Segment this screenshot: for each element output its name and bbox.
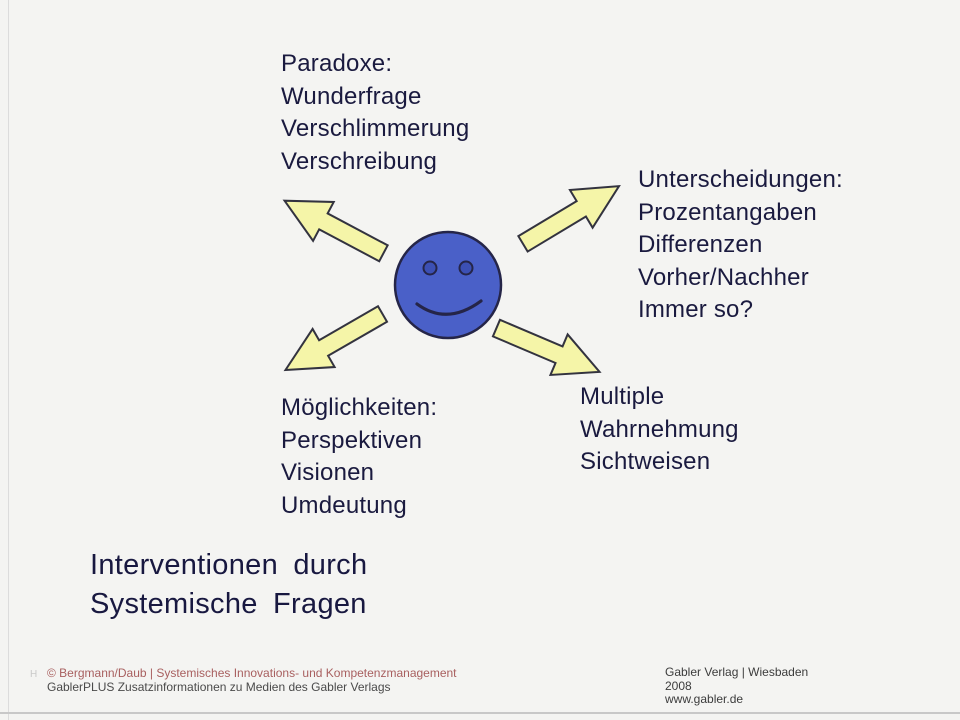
- slide-left-edge-line: [8, 0, 9, 720]
- arrow-top-right-icon: [510, 166, 632, 264]
- text-line: Perspektiven: [281, 426, 423, 454]
- text-line: Sichtweisen: [580, 448, 711, 475]
- text-line: Paradoxe:: [281, 50, 393, 77]
- text-line: Prozentangaben: [638, 198, 817, 226]
- slide-title-line: Interventionen durch: [90, 549, 368, 581]
- text-line: Multiple: [580, 383, 665, 410]
- slide-title-line: Systemische Fragen: [90, 588, 367, 620]
- arrow-bottom-left-icon: [273, 293, 395, 391]
- text-line: Wahrnehmung: [580, 415, 739, 443]
- text-line: Verschreibung: [281, 147, 438, 175]
- text-line: Vorher/Nachher: [638, 263, 809, 291]
- text-line: Möglichkeiten:: [281, 394, 438, 421]
- textblock-moeglichkeiten: Möglichkeiten: Perspektiven Visionen Umd…: [281, 392, 437, 522]
- footer-watermark: H: [30, 669, 38, 680]
- text-line: Wunderfrage: [281, 82, 422, 110]
- text-line: Immer so?: [638, 296, 754, 323]
- textblock-multiple: Multiple Wahrnehmung Sichtweisen: [580, 381, 739, 479]
- slide-bottom-edge-line: [0, 712, 960, 714]
- arrow-bottom-right-icon: [486, 306, 610, 394]
- smiley-face-icon: [393, 230, 503, 340]
- text-line: Verschlimmerung: [281, 115, 470, 142]
- footer-right-block: Gabler Verlag | Wiesbaden 2008 www.gable…: [665, 665, 809, 707]
- textblock-paradoxe: Paradoxe: Wunderfrage Verschlimmerung Ve…: [281, 48, 469, 178]
- text-line: Umdeutung: [281, 491, 407, 519]
- text-line: Unterscheidungen:: [638, 166, 843, 193]
- footer-copyright-line: © Bergmann/Daub | Systemisches Innovatio…: [47, 666, 457, 680]
- footer-website-line: www.gabler.de: [665, 692, 744, 706]
- footer-left-block: © Bergmann/Daub | Systemisches Innovatio…: [47, 666, 457, 694]
- text-line: Visionen: [281, 459, 375, 486]
- footer-verlag-line: Gabler Verlag | Wiesbaden: [665, 665, 809, 679]
- text-line: Differenzen: [638, 231, 763, 258]
- footer-publisher-info-line: GablerPLUS Zusatzinformationen zu Medien…: [47, 679, 391, 694]
- textblock-unterscheidungen: Unterscheidungen: Prozentangaben Differe…: [638, 164, 843, 327]
- slide-title: Interventionen durch Systemische Fragen: [90, 546, 367, 624]
- arrow-top-left-icon: [273, 180, 395, 274]
- footer-year-line: 2008: [665, 678, 692, 693]
